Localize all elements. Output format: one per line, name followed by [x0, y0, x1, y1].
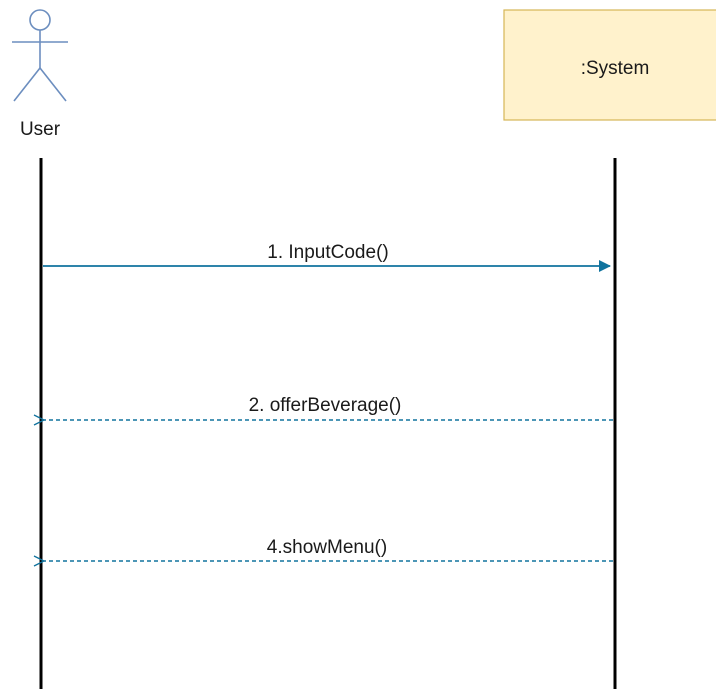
- message-label-offer-beverage: 2. offerBeverage(): [249, 395, 402, 416]
- actor-label-user: User: [20, 119, 61, 140]
- participant-box-system: [503, 9, 716, 121]
- message-show-menu: 4.showMenu(): [44, 537, 613, 561]
- message-input-code: 1. InputCode(): [43, 242, 611, 272]
- actor-user: User: [12, 9, 68, 140]
- message-label-show-menu: 4.showMenu(): [267, 537, 387, 558]
- stick-figure-icon: [12, 9, 68, 102]
- message-label-input-code: 1. InputCode(): [267, 242, 388, 263]
- message-offer-beverage: 2. offerBeverage(): [44, 395, 613, 420]
- participant-system: :System: [503, 9, 716, 121]
- participant-label-system: :System: [581, 58, 650, 79]
